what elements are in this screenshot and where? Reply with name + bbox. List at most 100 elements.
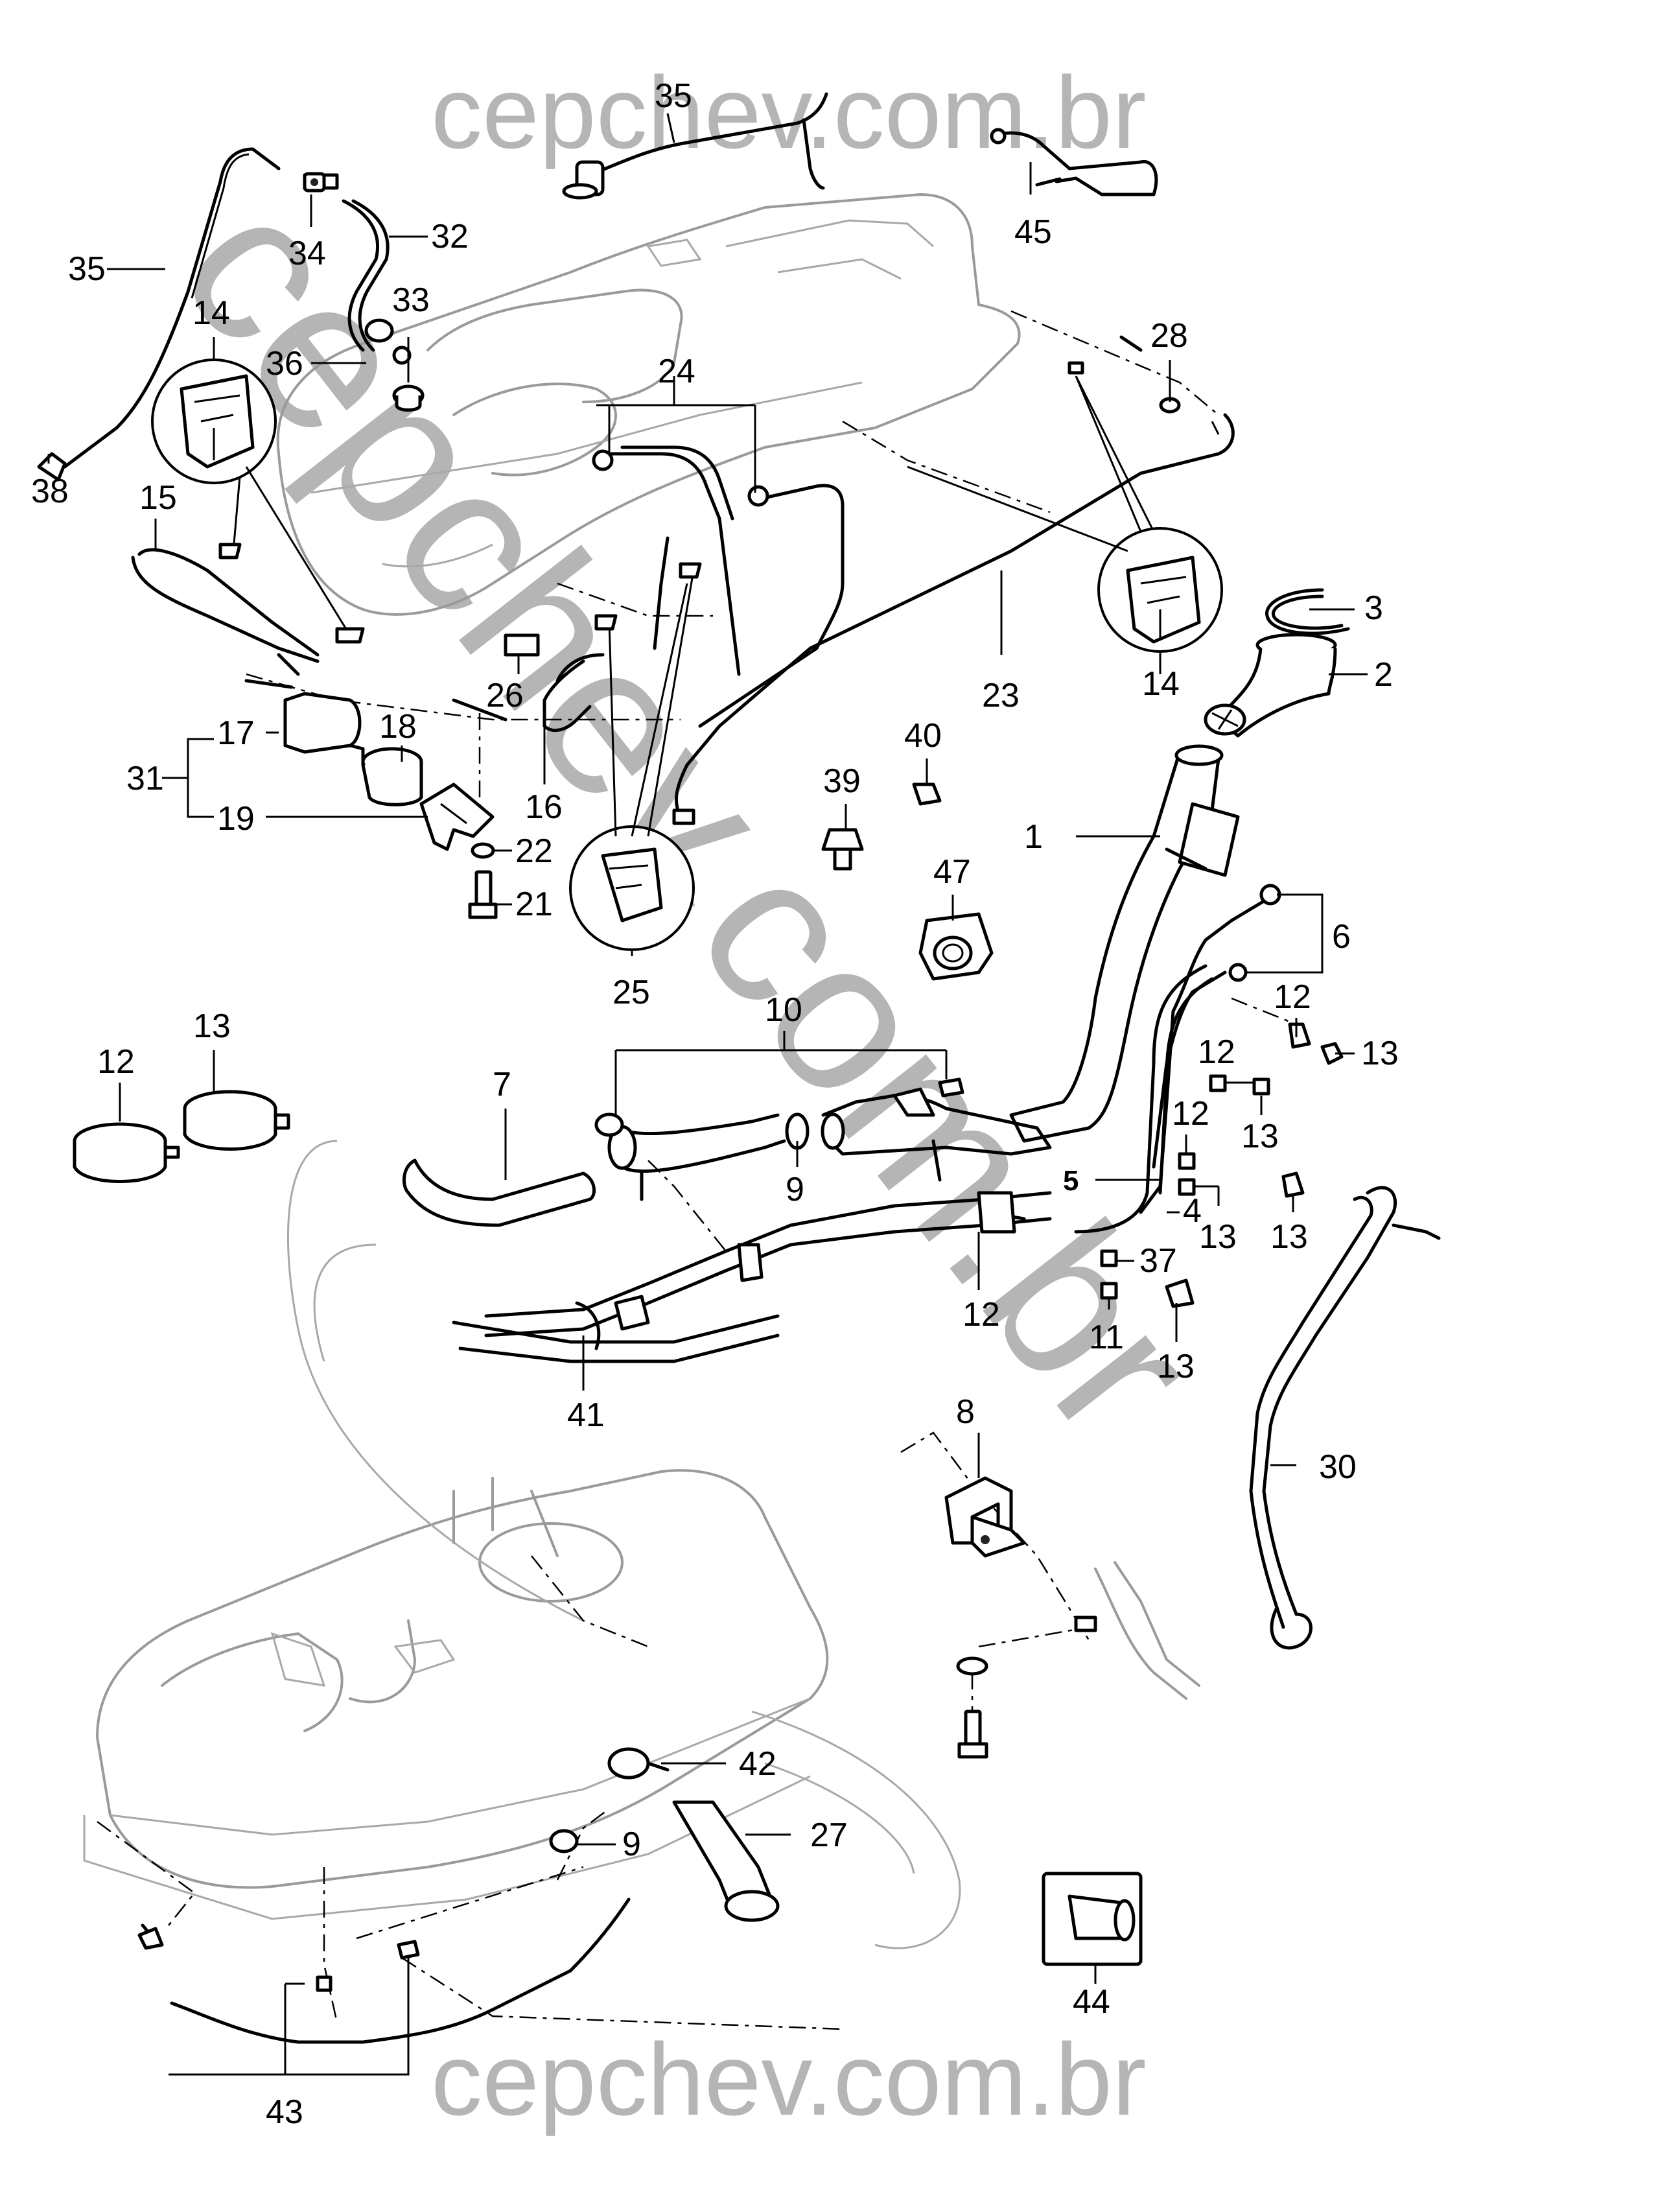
label-12-a: 12 [1274,978,1311,1016]
sensor-39 [821,828,864,871]
label-18: 18 [379,708,417,746]
callout-14-right [907,465,1223,653]
label-24: 24 [658,353,695,390]
label-37: 13 [1270,1218,1308,1256]
label-28: 28 [1150,317,1188,355]
bracket-30 [944,1476,1026,1558]
label-13-a: 13 [1361,1035,1399,1072]
label-17: 17 [217,714,255,752]
label-2: 2 [1374,656,1393,694]
label-11: 12 [962,1296,1000,1334]
filler-ghost-loop-a [286,1140,584,1622]
label-44: 27 [810,1816,848,1854]
upper-fuel-tank-outline [276,193,1021,616]
label-1: 1 [1024,818,1043,856]
snap-ring-3 [1265,588,1350,635]
label-13-b: 13 [1241,1118,1279,1155]
fuel-line-24 [592,445,845,728]
fuel-filter-17 [244,679,365,767]
lower-fuel-tank-outline [83,1469,829,1920]
part-labels: 35 45 35 32 34 33 36 14 38 24 28 15 3 2 … [31,77,1399,2131]
label-13-c: 13 [1199,1218,1237,1256]
label-9-bottom: 42 [739,1745,776,1783]
label-39: 39 [823,762,861,800]
cap-33 [392,346,425,412]
label-42: 30 [1319,1448,1357,1486]
label-3: 3 [1364,589,1383,627]
label-10: 10 [765,991,802,1029]
bracket-31-outline [162,738,214,818]
fuel-line-4 [1074,964,1214,1234]
bolt-and-washer-30 [956,1616,1097,1759]
label-13-e: 11 [1089,1319,1124,1356]
label-23: 23 [982,677,1020,714]
label-27: 9 [622,1826,641,1863]
label-33: 33 [392,281,430,319]
hose-clamp-13-left [183,1090,290,1151]
label-47: 47 [933,853,971,891]
clamp-9-bottom [607,1747,670,1780]
bolt-21 [468,870,498,919]
watermark-bottom: cepchev.com.br [431,2023,1147,2137]
label-45: 45 [1014,213,1052,251]
callout-14-top-left [151,358,365,644]
label-35-top: 35 [655,77,692,115]
clip-26 [504,633,540,657]
hose-32 [342,199,390,352]
label-12-d: 37 [1139,1242,1177,1280]
filler-pipe-1 [1009,744,1240,1143]
fuel-line-23 [653,413,1235,825]
filler-ghost-loop-c [751,1710,961,1949]
label-13-left: 13 [193,1007,231,1045]
label-21: 21 [515,886,553,923]
label-4: 4 [1183,1192,1202,1230]
label-15: 15 [139,479,177,517]
fuel-line-16 [452,653,605,733]
clip-28 [1068,335,1181,532]
fitting-43-box [1042,1872,1143,1966]
cable-29 [137,1898,631,2076]
callout-25 [569,562,702,951]
label-9-top: 9 [786,1171,804,1208]
nut-27 [549,1829,579,1853]
label-25: 25 [612,974,650,1011]
hose-clamp-12-left [73,1122,180,1183]
label-leader-lines [47,113,1368,1984]
washer-22 [471,842,495,859]
bracket-19 [419,782,495,851]
label-6: 6 [1332,918,1351,956]
label-40: 40 [904,717,942,755]
clip-40 [912,782,942,806]
label-12-c: 12 [1172,1095,1209,1133]
tube-15 [131,548,320,676]
label-16: 16 [525,788,563,826]
label-22: 22 [515,832,553,870]
vent-pipe-35-top [562,92,828,200]
hose-10 [594,1077,1052,1201]
label-43: 44 [1073,1983,1110,2021]
pipe-42 [1249,1186,1441,1650]
clip-set-12-13 [1100,1022,1344,1308]
valve-47 [918,912,994,981]
hose-7 [402,1158,596,1227]
label-31: 31 [126,760,164,797]
label-38: 38 [31,473,69,510]
hose-44 [672,1800,780,1922]
connector-34 [303,172,326,193]
label-14-top: 14 [192,294,230,332]
filler-neck-2 [1204,633,1337,738]
label-35-left: 35 [68,250,106,288]
label-26: 26 [486,677,524,714]
watermark-top: cepchev.com.br [431,56,1147,170]
label-30: 8 [956,1393,975,1431]
filler-ghost-loop-d [764,1762,915,1874]
fuel-line-8 [452,1295,780,1363]
label-41: 13 [1157,1348,1195,1385]
label-19: 19 [217,800,255,838]
label-12-b: 12 [1198,1033,1235,1071]
fuel-line-11 [484,1191,1052,1337]
body-ghost-right [1094,1561,1200,1700]
label-36: 36 [266,345,303,382]
filler-ghost-loop-b [313,1243,377,1362]
